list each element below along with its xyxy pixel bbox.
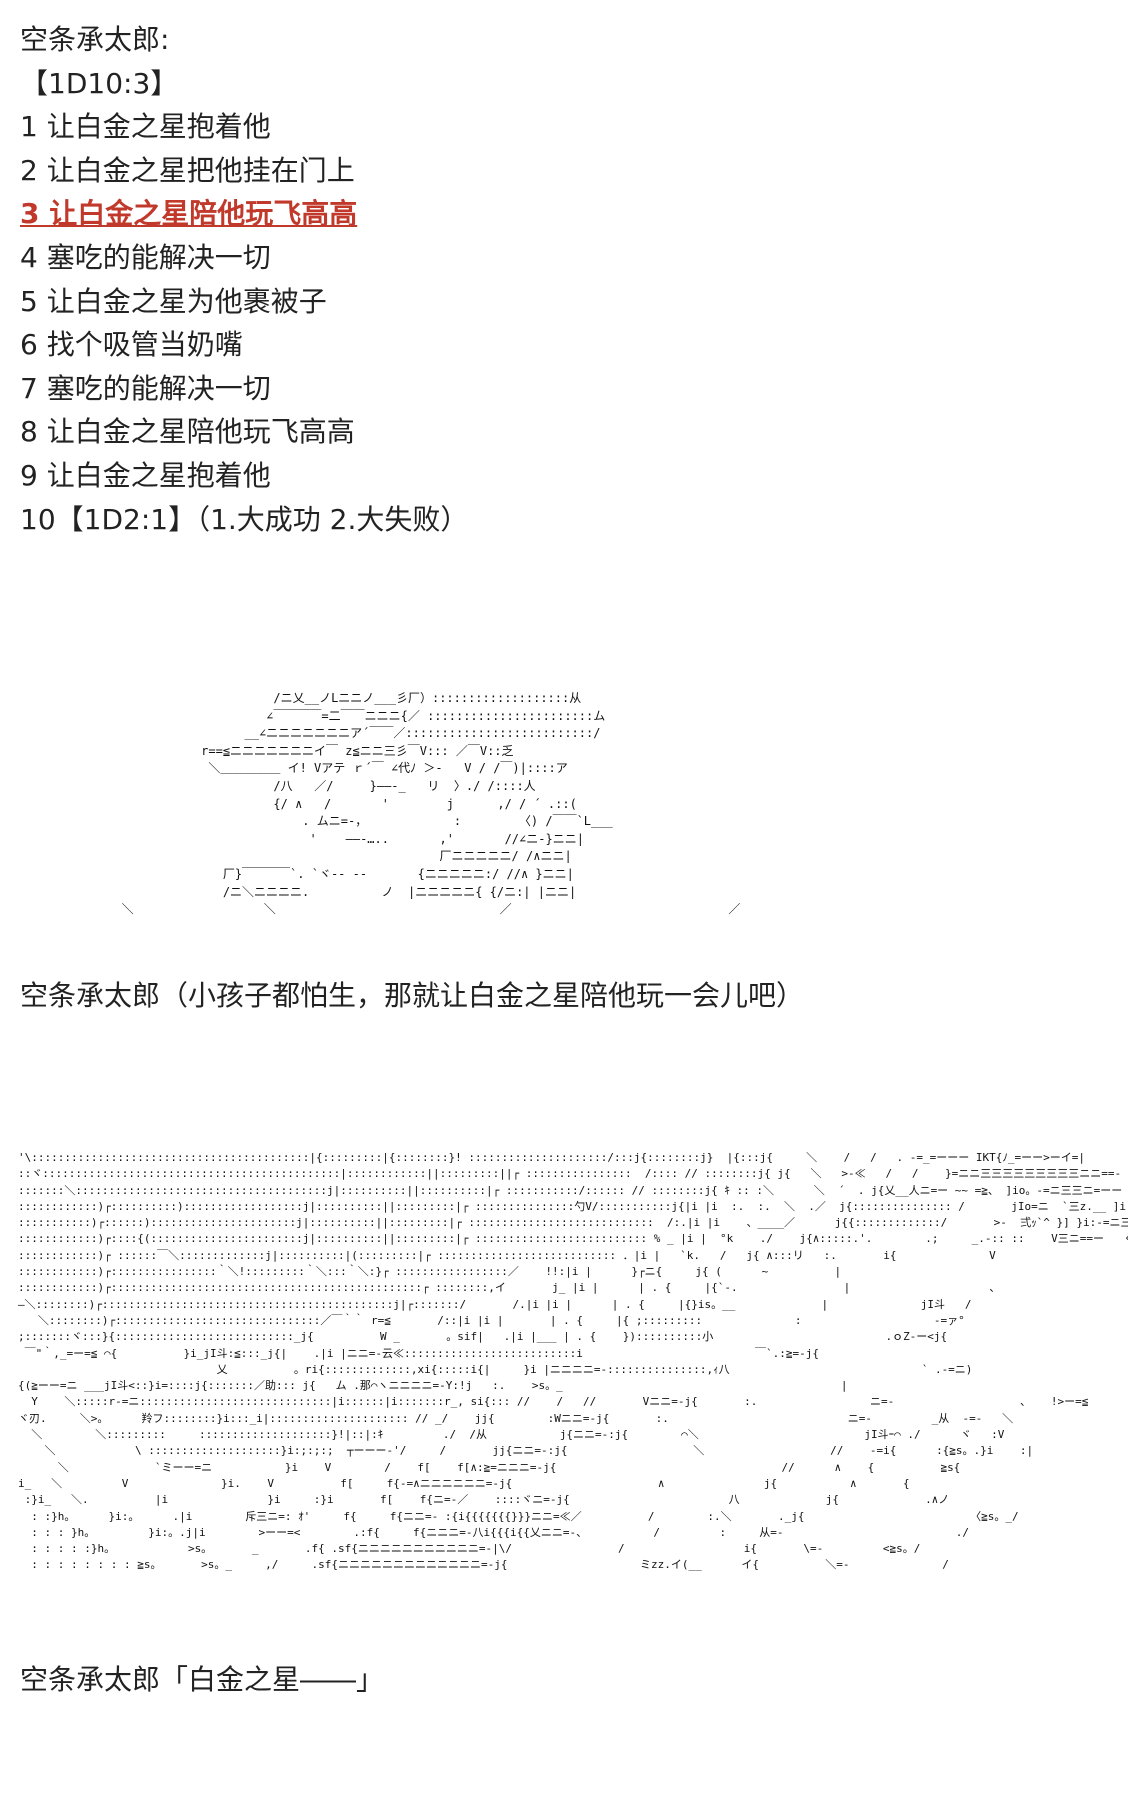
ascii-art-1-line: /ニ＼ニニニニ. ノ |ニニニニニ{ {/ニ:| |ニニ| (100, 884, 577, 899)
ascii-art-1-line: {/ ∧ / ' j ,/ / ´ .::( (100, 796, 577, 811)
ascii-art-2-line: ;:::::::ヾ:::}{::::::::::::::::::::::::::… (18, 1330, 948, 1344)
ascii-art-2-line: ―＼::::::::)┌::::::::::::::::::::::::::::… (18, 1297, 972, 1311)
option-item: 4 塞吃的能解决一切 (20, 240, 271, 274)
ascii-art-2-line: ::::::::::::)┌::::::::::):::::::::::::::… (18, 1199, 1128, 1213)
ascii-art-1-line: ' ――-….. ,' //∠ニ-}ニニ| (100, 831, 584, 846)
ascii-art-2-line: :::::::＼::::::::::::::::::::::::::::::::… (18, 1183, 1128, 1197)
ascii-art-1-line: ＼ ＼ ／ ／ (100, 902, 741, 917)
ascii-art-2-line: ::::::::::::)┌::::::::::::::::::::::::::… (18, 1281, 1001, 1295)
speaker-label: 空条承太郎: (20, 23, 170, 56)
dice-roll: 【1D10:3】 (20, 66, 179, 100)
ascii-art-2-line: : : : : :}h。 >s。 _ .f{ .sf{ニニニニニニニニニニニ=-… (18, 1542, 921, 1556)
ascii-art-2-line: : :}h。 }i:。 .|i 斥三ニ=: ｵ' f{ f{ニニ=- :{i{{… (18, 1509, 1019, 1523)
ascii-art-1-line: r==≦ニニニニニニニイ￣ z≦ニニ三彡￣V::: ／￣V::乏 (100, 743, 514, 758)
ascii-art-2-line: ::::::::::::)┌::::{(::::::::::::::::::::… (18, 1232, 1128, 1246)
ascii-art-1-line: 厂ニニニニニ/ /∧ニニ| (100, 849, 572, 864)
ascii-art-1-line: __∠ニニニニニニニア´￣￣／:::::::::::::::::::::::::… (100, 726, 601, 741)
ascii-art-2-line: ＼ `ミーー=ニ }i V / f[ f[∧:≧=ニニニ=-j{ // ∧ { … (18, 1460, 961, 1474)
option-item: 10【1D2:1】（1.大成功 2.大失败） (20, 502, 469, 536)
ascii-art-1-line: 厂}￣￣￣￣`. `ヾ-- -- {ニニニニニ:/ //∧ }ニニ| (100, 866, 574, 881)
ascii-art-2-line: ＼ ＼::::::::: ::::::::::::::::::::}!|::|:… (18, 1428, 1005, 1442)
option-item: 2 让白金之星把他挂在门上 (20, 153, 355, 187)
ascii-art-1-line: . ムニ=-， : 〈) /￣￣`L___ (100, 814, 613, 829)
ascii-art-2-line: ヾ刃. ＼>。 羚フ::::::::}i:::_i|::::::::::::::… (18, 1411, 1014, 1425)
ascii-art-2-line: {(≧ーー=ニ ___jI斗<::}i=::::j{:::::::／助::: j… (18, 1379, 848, 1393)
ascii-art-2-line: 乂 。ri{:::::::::::::,xi{:::::i{| }i |ニニニニ… (18, 1362, 973, 1376)
ascii-art-scene-1: /ニ乂__ノLニニノ___彡厂）:::::::::::::::::::从 ∠￣￣… (100, 690, 980, 970)
ascii-art-2-line: : : : : : : : : ≧s。 >s。_ ,/ .sf{ニニニニニニニニ… (18, 1558, 949, 1572)
ascii-art-1-line: /ニ乂__ノLニニノ___彡厂）:::::::::::::::::::从 (100, 691, 582, 705)
option-item: 7 塞吃的能解决一切 (20, 371, 271, 405)
ascii-art-2-line: ￣"｀,_=ー=≦ ⌒{ }i_jI斗:≦:::_j{| .|i |ニニ=-云≪… (18, 1346, 819, 1360)
ascii-art-2-line: ＼ \ ::::::::::::::::::::}i:;:;:; ┬ーーー-'/… (18, 1444, 1034, 1458)
option-item: 1 让白金之星抱着他 (20, 110, 271, 144)
ascii-art-2-line: :::::::::::)┌::::::)::::::::::::::::::::… (18, 1216, 1128, 1230)
option-item: 9 让白金之星抱着他 (20, 458, 271, 492)
ascii-art-2-line: ::ヾ:::::::::::::::::::::::::::::::::::::… (18, 1167, 1128, 1181)
ascii-art-2-line: ＼::::::::)┌:::::::::::::::::::::::::::::… (18, 1313, 965, 1327)
option-item: 8 让白金之星陪他玩飞高高 (20, 415, 355, 449)
option-item-selected: 3 让白金之星陪他玩飞高高 (20, 197, 358, 231)
ascii-art-2-line: ::::::::::::)┌::::::::::::::::｀＼!:::::::… (18, 1265, 842, 1279)
ascii-art-scene-2: '\::::::::::::::::::::::::::::::::::::::… (18, 1150, 1128, 1590)
ascii-art-2-line: : : : }h。 }i:。.j|i >ーー=< .:f{ f{ニニニ=-八i{… (18, 1525, 969, 1539)
ascii-art-2-line: '\::::::::::::::::::::::::::::::::::::::… (18, 1151, 1086, 1164)
dialogue-caption-2: 空条承太郎「白金之星――」 (20, 1663, 385, 1696)
ascii-art-1-line: ＼＿＿＿＿＿ イ! Vアテ ｒ´￣ ∠代ﾉ ＞- V / /￣)|::::ア (100, 761, 568, 776)
ascii-art-1-line: /八 ／/ }――-_ リ 〉./ /::::人 (100, 778, 536, 793)
header-block: 空条承太郎: 【1D10:3】 1 让白金之星抱着他 2 让白金之星把他挂在门上… (20, 18, 468, 541)
ascii-art-2-line: :}i_ ＼. |i }i :}i f[ f{ニ=-／ ::::ヾニ=-j{ 八… (18, 1493, 950, 1507)
ascii-art-2-line: i_ ＼ V }i. V f[ f{-=∧ニニニニニニ=-j{ ∧ j{ ∧ { (18, 1476, 910, 1490)
dialogue-caption-1: 空条承太郎（小孩子都怕生，那就让白金之星陪他玩一会儿吧） (20, 979, 805, 1012)
ascii-art-2-line: Y ＼:::::r-=ニ::::::::::::::::::::::::::::… (18, 1395, 1089, 1409)
option-item: 5 让白金之星为他裹被子 (20, 284, 327, 318)
ascii-art-2-line: ::::::::::::)┌ ::::::￣＼:::::::::::::j|::… (18, 1248, 996, 1262)
ascii-art-1-line: ∠￣￣￣￣=二￣￣ニニニ{／ :::::::::::::::::::::::ム (100, 708, 606, 723)
option-item: 6 找个吸管当奶嘴 (20, 328, 243, 362)
